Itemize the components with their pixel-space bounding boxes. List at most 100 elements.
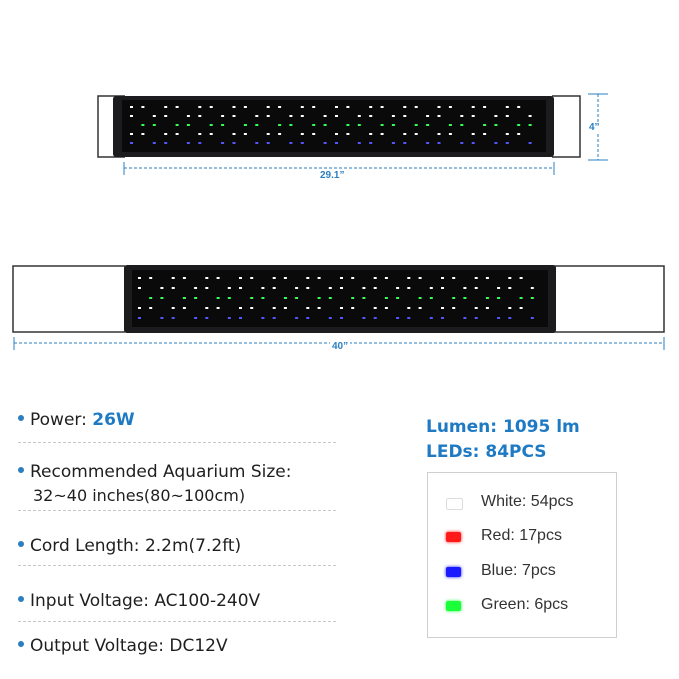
- spec-cord: Cord Length: 2.2m(7.2ft): [18, 536, 241, 556]
- led-dot: [283, 277, 287, 279]
- led-dot: [530, 297, 534, 299]
- led-dot: [463, 297, 467, 299]
- led-dot: [289, 142, 293, 144]
- led-dot: [250, 297, 254, 299]
- led-dot: [403, 142, 407, 144]
- led-dot: [328, 287, 332, 289]
- divider: [18, 442, 336, 443]
- led-dot: [232, 106, 236, 108]
- led-dot: [243, 124, 247, 126]
- led-dot: [306, 307, 310, 309]
- led-dot: [272, 307, 276, 309]
- led-dot: [243, 106, 247, 108]
- red-swatch: [446, 532, 461, 542]
- led-dot: [138, 317, 141, 319]
- led-dot: [295, 317, 299, 319]
- led-dot: [317, 297, 321, 299]
- led-dot: [448, 133, 452, 135]
- led-dot: [141, 106, 145, 108]
- led-dot: [239, 287, 242, 289]
- led-dot: [164, 115, 168, 117]
- led-dot: [373, 287, 377, 289]
- led-dot: [175, 133, 179, 135]
- led-dot: [272, 317, 276, 319]
- led-dot: [441, 277, 444, 279]
- led-dot: [272, 277, 276, 279]
- led-dot: [149, 297, 153, 299]
- led-dot: [194, 317, 198, 319]
- spec-cord-label: Cord Length:: [30, 536, 140, 556]
- led-dot: [209, 106, 213, 108]
- led-dot: [295, 297, 299, 299]
- spec-input-value: AC100-240V: [154, 591, 261, 611]
- led-dot: [306, 277, 310, 279]
- led-dot: [471, 115, 475, 117]
- led-dot: [340, 317, 343, 319]
- led-dot: [380, 106, 384, 108]
- led-dot: [141, 133, 145, 135]
- led-dot: [528, 115, 532, 117]
- led-dot: [508, 317, 512, 319]
- led-dot: [494, 124, 498, 126]
- led-dot: [335, 142, 338, 144]
- led-dot: [441, 287, 444, 289]
- led-dot: [289, 115, 293, 117]
- light-fixture-small: [97, 93, 608, 175]
- led-dot: [474, 287, 478, 289]
- led-dot: [407, 317, 411, 319]
- led-dot: [494, 142, 498, 144]
- spec-input: Input Voltage: AC100-240V: [18, 591, 260, 611]
- led-dot: [266, 106, 270, 108]
- led-dot: [474, 277, 478, 279]
- bracket-left: [97, 95, 125, 158]
- led-dot: [357, 142, 361, 144]
- legend-label: Blue: 7pcs: [481, 562, 556, 579]
- led-dot: [369, 106, 373, 108]
- legend-label: Red: 17pcs: [481, 527, 562, 544]
- led-dot: [317, 307, 321, 309]
- led-dot: [396, 317, 400, 319]
- led-dot: [186, 115, 190, 117]
- led-dot: [528, 124, 532, 126]
- led-dot: [232, 133, 236, 135]
- led-dot: [485, 297, 489, 299]
- spec-power: Power: 26W: [18, 410, 135, 430]
- led-dot: [373, 307, 377, 309]
- led-dot: [530, 317, 534, 319]
- led-dot: [474, 317, 478, 319]
- led-dot: [239, 317, 242, 319]
- led-dot: [149, 277, 153, 279]
- led-dot: [508, 287, 512, 289]
- led-dot: [418, 277, 422, 279]
- led-dot: [186, 142, 190, 144]
- led-dot: [351, 307, 355, 309]
- white-swatch: [446, 498, 463, 510]
- led-dot: [505, 115, 509, 117]
- led-dot: [186, 124, 190, 126]
- spec-aquarium-label: Recommended Aquarium Size:: [30, 462, 292, 482]
- led-dot: [194, 297, 198, 299]
- led-dot: [528, 142, 532, 144]
- led-dot: [221, 124, 225, 126]
- led-dot: [209, 124, 213, 126]
- led-dot: [283, 307, 287, 309]
- led-dot: [414, 106, 418, 108]
- led-dot: [216, 297, 220, 299]
- bullet-icon: [18, 641, 24, 647]
- led-dot: [497, 317, 501, 319]
- led-dot: [295, 287, 299, 289]
- dimension-small-length: 29.1”: [320, 170, 345, 181]
- legend-label: White: 54pcs: [481, 493, 574, 510]
- led-dot: [429, 287, 433, 289]
- led-dot: [519, 277, 523, 279]
- led-dot: [152, 124, 156, 126]
- led-dot: [517, 106, 521, 108]
- led-dot: [164, 142, 168, 144]
- led-dot: [369, 115, 373, 117]
- bracket-right: [552, 95, 581, 158]
- led-dot: [396, 297, 400, 299]
- led-dot: [429, 317, 433, 319]
- led-dot: [505, 106, 509, 108]
- led-dot: [171, 287, 175, 289]
- led-dot: [250, 307, 254, 309]
